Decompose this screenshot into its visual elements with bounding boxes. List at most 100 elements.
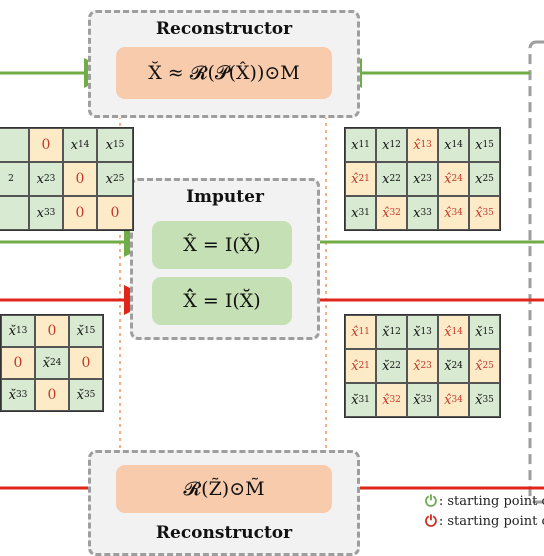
cell-subscript: 22: [389, 174, 401, 184]
matrix-cell: x̂25: [469, 349, 500, 383]
imputer-formula-2: X̂̂ = I(X̆̆): [152, 277, 292, 325]
imputer-formula-1: X̂ = I(X̆): [152, 221, 292, 269]
cell-subscript: 23: [420, 174, 432, 184]
matrix-cell: x̆31: [345, 383, 376, 417]
cell-subscript: 21: [358, 361, 370, 371]
cell-subscript: 14: [77, 140, 90, 150]
bottom-reconstructor-box: 𝓡(Z̃)⊙M̃ Reconstructor: [88, 450, 360, 556]
cell-subscript: 14: [451, 327, 463, 337]
matrix-cell: x̆35: [469, 383, 500, 417]
cell-subscript: 34: [451, 395, 463, 405]
cell-subscript: 12: [389, 327, 401, 337]
cell-subscript: 33: [15, 390, 28, 400]
cell-subscript: 35: [482, 208, 494, 218]
matrix-cell: x̂34: [438, 196, 469, 230]
matrix-cell: 0: [63, 162, 97, 196]
cell-subscript: 31: [358, 395, 370, 405]
cell-subscript: 25: [482, 361, 494, 371]
cell-subscript: 13: [420, 140, 432, 150]
cell-subscript: 34: [451, 208, 463, 218]
cell-subscript: 23: [43, 174, 56, 184]
cell-subscript: 13: [420, 327, 432, 337]
matrix-cell: x̂32: [376, 196, 407, 230]
legend-green: ⏻ : starting point o: [425, 492, 544, 510]
matrix-cell: 0: [97, 196, 133, 230]
power-icon-red: ⏻: [425, 512, 437, 530]
matrix-cell: x̆33: [407, 383, 438, 417]
cell-subscript: 14: [451, 140, 463, 150]
top-reconstructor-formula: X̆ ≈ 𝓡(𝓟(X̂))⊙M: [116, 47, 332, 99]
power-icon-green: ⏻: [425, 492, 437, 510]
matrix-cell: 0: [35, 315, 69, 347]
legend-red-text: : starting point o: [438, 513, 544, 529]
matrix-cell: x̆13: [407, 315, 438, 349]
matrix-cell: x̂32: [376, 383, 407, 417]
matrix-cell: x̆12: [376, 315, 407, 349]
cell-subscript: 25: [482, 174, 494, 184]
matrix-cell: 0: [1, 347, 35, 379]
matrix-cell: x̆35: [69, 379, 103, 411]
matrix-cell: 0: [29, 128, 63, 162]
cell-subscript: 25: [112, 174, 125, 184]
matrix-cell: x̆22: [376, 349, 407, 383]
matrix-cell: x̆33: [1, 379, 35, 411]
cell-subscript: 23: [420, 361, 432, 371]
top-reconstructor-box: Reconstructor X̆ ≈ 𝓡(𝓟(X̂))⊙M: [88, 10, 360, 118]
cell-subscript: 13: [15, 326, 28, 336]
matrix-cell: x̂35: [469, 196, 500, 230]
cell-subscript: 21: [358, 174, 370, 184]
cell-subscript: 12: [389, 140, 401, 150]
bottom-reconstructor-title: Reconstructor: [155, 523, 293, 543]
imputer-title: Imputer: [186, 187, 264, 207]
legend-red: ⏻ : starting point o: [425, 512, 544, 530]
cell-subscript: 15: [482, 327, 494, 337]
connector-layer: [0, 40, 544, 504]
matrix-cell: [0, 128, 29, 162]
matrix-cell: x̂11: [345, 315, 376, 349]
matrix-cell: x̂34: [438, 383, 469, 417]
matrix-cell: [0, 196, 29, 230]
cell-subscript: 15: [112, 140, 125, 150]
matrix-cell: x̂24: [438, 162, 469, 196]
cell-subscript: 24: [451, 361, 463, 371]
cell-subscript: 11: [358, 140, 370, 150]
cell-subscript: 24: [451, 174, 463, 184]
imputer-box: Imputer X̂ = I(X̆) X̂̂ = I(X̆̆): [130, 178, 320, 340]
cell-subscript: 33: [420, 395, 432, 405]
cell-subscript: 15: [482, 140, 494, 150]
matrix-cell: 2: [0, 162, 29, 196]
cell-subscript: 2: [8, 174, 14, 184]
matrix-cell: x̆15: [69, 315, 103, 347]
legend-green-text: : starting point o: [438, 493, 544, 509]
matrix-cell: x̆24: [438, 349, 469, 383]
cell-subscript: 22: [389, 361, 401, 371]
matrix-cell: 0: [69, 347, 103, 379]
bottom-reconstructor-formula: 𝓡(Z̃)⊙M̃: [116, 465, 332, 513]
top-reconstructor-title: Reconstructor: [155, 19, 293, 39]
matrix-cell: x̂14: [438, 315, 469, 349]
cell-subscript: 15: [83, 326, 96, 336]
matrix-cell: x̆24: [35, 347, 69, 379]
matrix-cell: x̆15: [469, 315, 500, 349]
cell-subscript: 32: [389, 395, 401, 405]
right-container-border: [528, 40, 544, 504]
matrix-cell: x̂21: [345, 162, 376, 196]
cell-subscript: 31: [358, 208, 370, 218]
matrix-cell: x̂23: [407, 349, 438, 383]
